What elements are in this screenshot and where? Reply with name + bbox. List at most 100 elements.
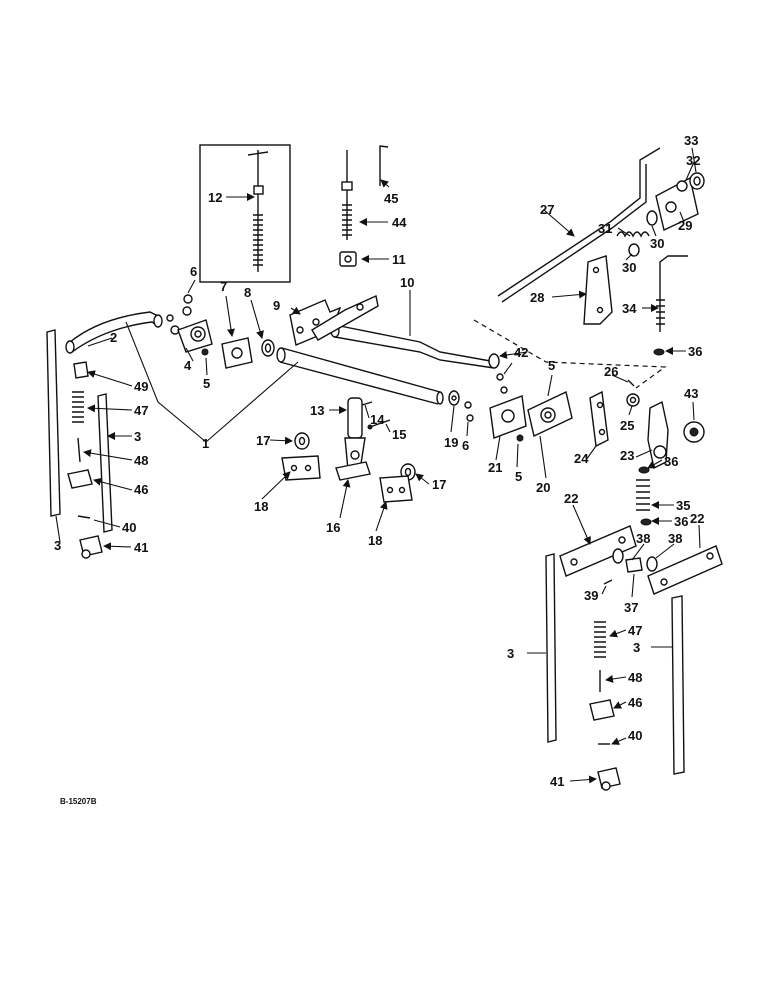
callout-25: 25 bbox=[620, 418, 634, 433]
part-30-washers bbox=[628, 210, 658, 257]
callout-41: 41 bbox=[134, 540, 148, 555]
part-3-bar-left-a bbox=[46, 329, 61, 517]
part-1-shaft bbox=[276, 347, 444, 405]
callout-7: 7 bbox=[220, 279, 227, 294]
part-46-clip-right bbox=[589, 699, 615, 721]
part-3-bar-right-a bbox=[545, 553, 557, 743]
callout-23: 23 bbox=[620, 448, 634, 463]
part-26-screw bbox=[627, 379, 635, 387]
callout-49: 49 bbox=[134, 379, 148, 394]
callout-39: 39 bbox=[584, 588, 598, 603]
part-36-nut-upper bbox=[653, 348, 665, 356]
part-47-spring-left bbox=[72, 391, 84, 423]
callout-48: 48 bbox=[628, 670, 642, 685]
part-15-pin bbox=[367, 419, 391, 430]
part-36-nuts-lower bbox=[638, 466, 652, 526]
part-45-pin bbox=[379, 145, 389, 186]
part-11-nut bbox=[339, 251, 357, 267]
part-6-nuts-left bbox=[166, 294, 193, 335]
part-27-rod bbox=[497, 147, 661, 303]
callout-20: 20 bbox=[536, 480, 550, 495]
part-22-link-left bbox=[559, 525, 637, 577]
part-3-bar-right-b bbox=[671, 595, 685, 775]
callout-28: 28 bbox=[530, 290, 544, 305]
callout-19: 19 bbox=[444, 435, 458, 450]
callout-3: 3 bbox=[134, 429, 141, 444]
part-48-bolt-left bbox=[77, 437, 81, 463]
part-20-bracket bbox=[527, 390, 573, 438]
part-39-pin bbox=[603, 579, 613, 585]
callout-24: 24 bbox=[574, 451, 589, 466]
callout-38: 38 bbox=[636, 531, 650, 546]
part-41-handle-left bbox=[79, 535, 103, 559]
callout-17: 17 bbox=[256, 433, 270, 448]
callout-14: 14 bbox=[370, 412, 385, 427]
part-38-washers bbox=[612, 548, 658, 572]
part-25-bushing bbox=[626, 393, 640, 407]
part-33-cap bbox=[689, 172, 705, 190]
callout-4: 4 bbox=[184, 358, 192, 373]
callout-37: 37 bbox=[624, 600, 638, 615]
callout-36: 36 bbox=[674, 514, 688, 529]
callout-22: 22 bbox=[564, 491, 578, 506]
part-23-lever bbox=[647, 400, 669, 470]
callout-3: 3 bbox=[54, 538, 61, 553]
callout-1: 1 bbox=[202, 436, 209, 451]
callout-17: 17 bbox=[432, 477, 446, 492]
callout-38: 38 bbox=[668, 531, 682, 546]
part-3-bar-left-b bbox=[97, 393, 113, 533]
part-6-nuts-center bbox=[464, 401, 474, 422]
dashed-assembly-line bbox=[473, 319, 667, 389]
part-12-rod bbox=[247, 150, 269, 272]
part-14-pin bbox=[361, 401, 373, 406]
part-18-bracket-right bbox=[379, 475, 413, 503]
part-13-lever bbox=[344, 397, 366, 471]
part-4-bracket bbox=[177, 319, 213, 353]
part-16-sleeve bbox=[335, 461, 371, 481]
part-5-bolt-right bbox=[516, 434, 524, 442]
callout-2: 2 bbox=[110, 330, 117, 345]
callout-46: 46 bbox=[628, 695, 642, 710]
part-8-washer bbox=[261, 339, 275, 357]
part-19-washer bbox=[448, 390, 460, 406]
callout-6: 6 bbox=[462, 438, 469, 453]
callout-29: 29 bbox=[678, 218, 692, 233]
callout-5: 5 bbox=[515, 469, 522, 484]
part-6-nuts-right bbox=[496, 373, 508, 394]
drawing-reference: B-15207B bbox=[60, 797, 97, 806]
callout-9: 9 bbox=[273, 298, 280, 313]
part-2-tube bbox=[65, 311, 163, 354]
callout-44: 44 bbox=[392, 215, 407, 230]
callout-27: 27 bbox=[540, 202, 554, 217]
part-7-plate bbox=[221, 337, 253, 369]
callout-45: 45 bbox=[384, 191, 398, 206]
callout-18: 18 bbox=[368, 533, 382, 548]
part-47-spring-right bbox=[594, 621, 606, 658]
callout-30: 30 bbox=[622, 260, 636, 275]
callout-3: 3 bbox=[507, 646, 514, 661]
callout-32: 32 bbox=[686, 153, 700, 168]
part-24-arm bbox=[589, 390, 609, 448]
callout-40: 40 bbox=[122, 520, 136, 535]
part-41-handle-right bbox=[597, 767, 621, 791]
part-21-plate bbox=[489, 395, 527, 439]
callout-40: 40 bbox=[628, 728, 642, 743]
part-18-bracket-left bbox=[281, 455, 321, 481]
callout-12: 12 bbox=[208, 190, 222, 205]
part-49-clip bbox=[73, 361, 89, 379]
callout-3: 3 bbox=[633, 640, 640, 655]
callout-8: 8 bbox=[244, 285, 251, 300]
part-40-pin-left bbox=[77, 515, 91, 519]
callout-26: 26 bbox=[604, 364, 618, 379]
callout-5: 5 bbox=[548, 358, 555, 373]
callout-43: 43 bbox=[684, 386, 698, 401]
callout-21: 21 bbox=[488, 460, 502, 475]
callout-48: 48 bbox=[134, 453, 148, 468]
callout-33: 33 bbox=[684, 133, 698, 148]
callout-47: 47 bbox=[134, 403, 148, 418]
callout-18: 18 bbox=[254, 499, 268, 514]
callout-46: 46 bbox=[134, 482, 148, 497]
part-42-collar bbox=[488, 353, 500, 369]
callout-11: 11 bbox=[392, 252, 406, 267]
